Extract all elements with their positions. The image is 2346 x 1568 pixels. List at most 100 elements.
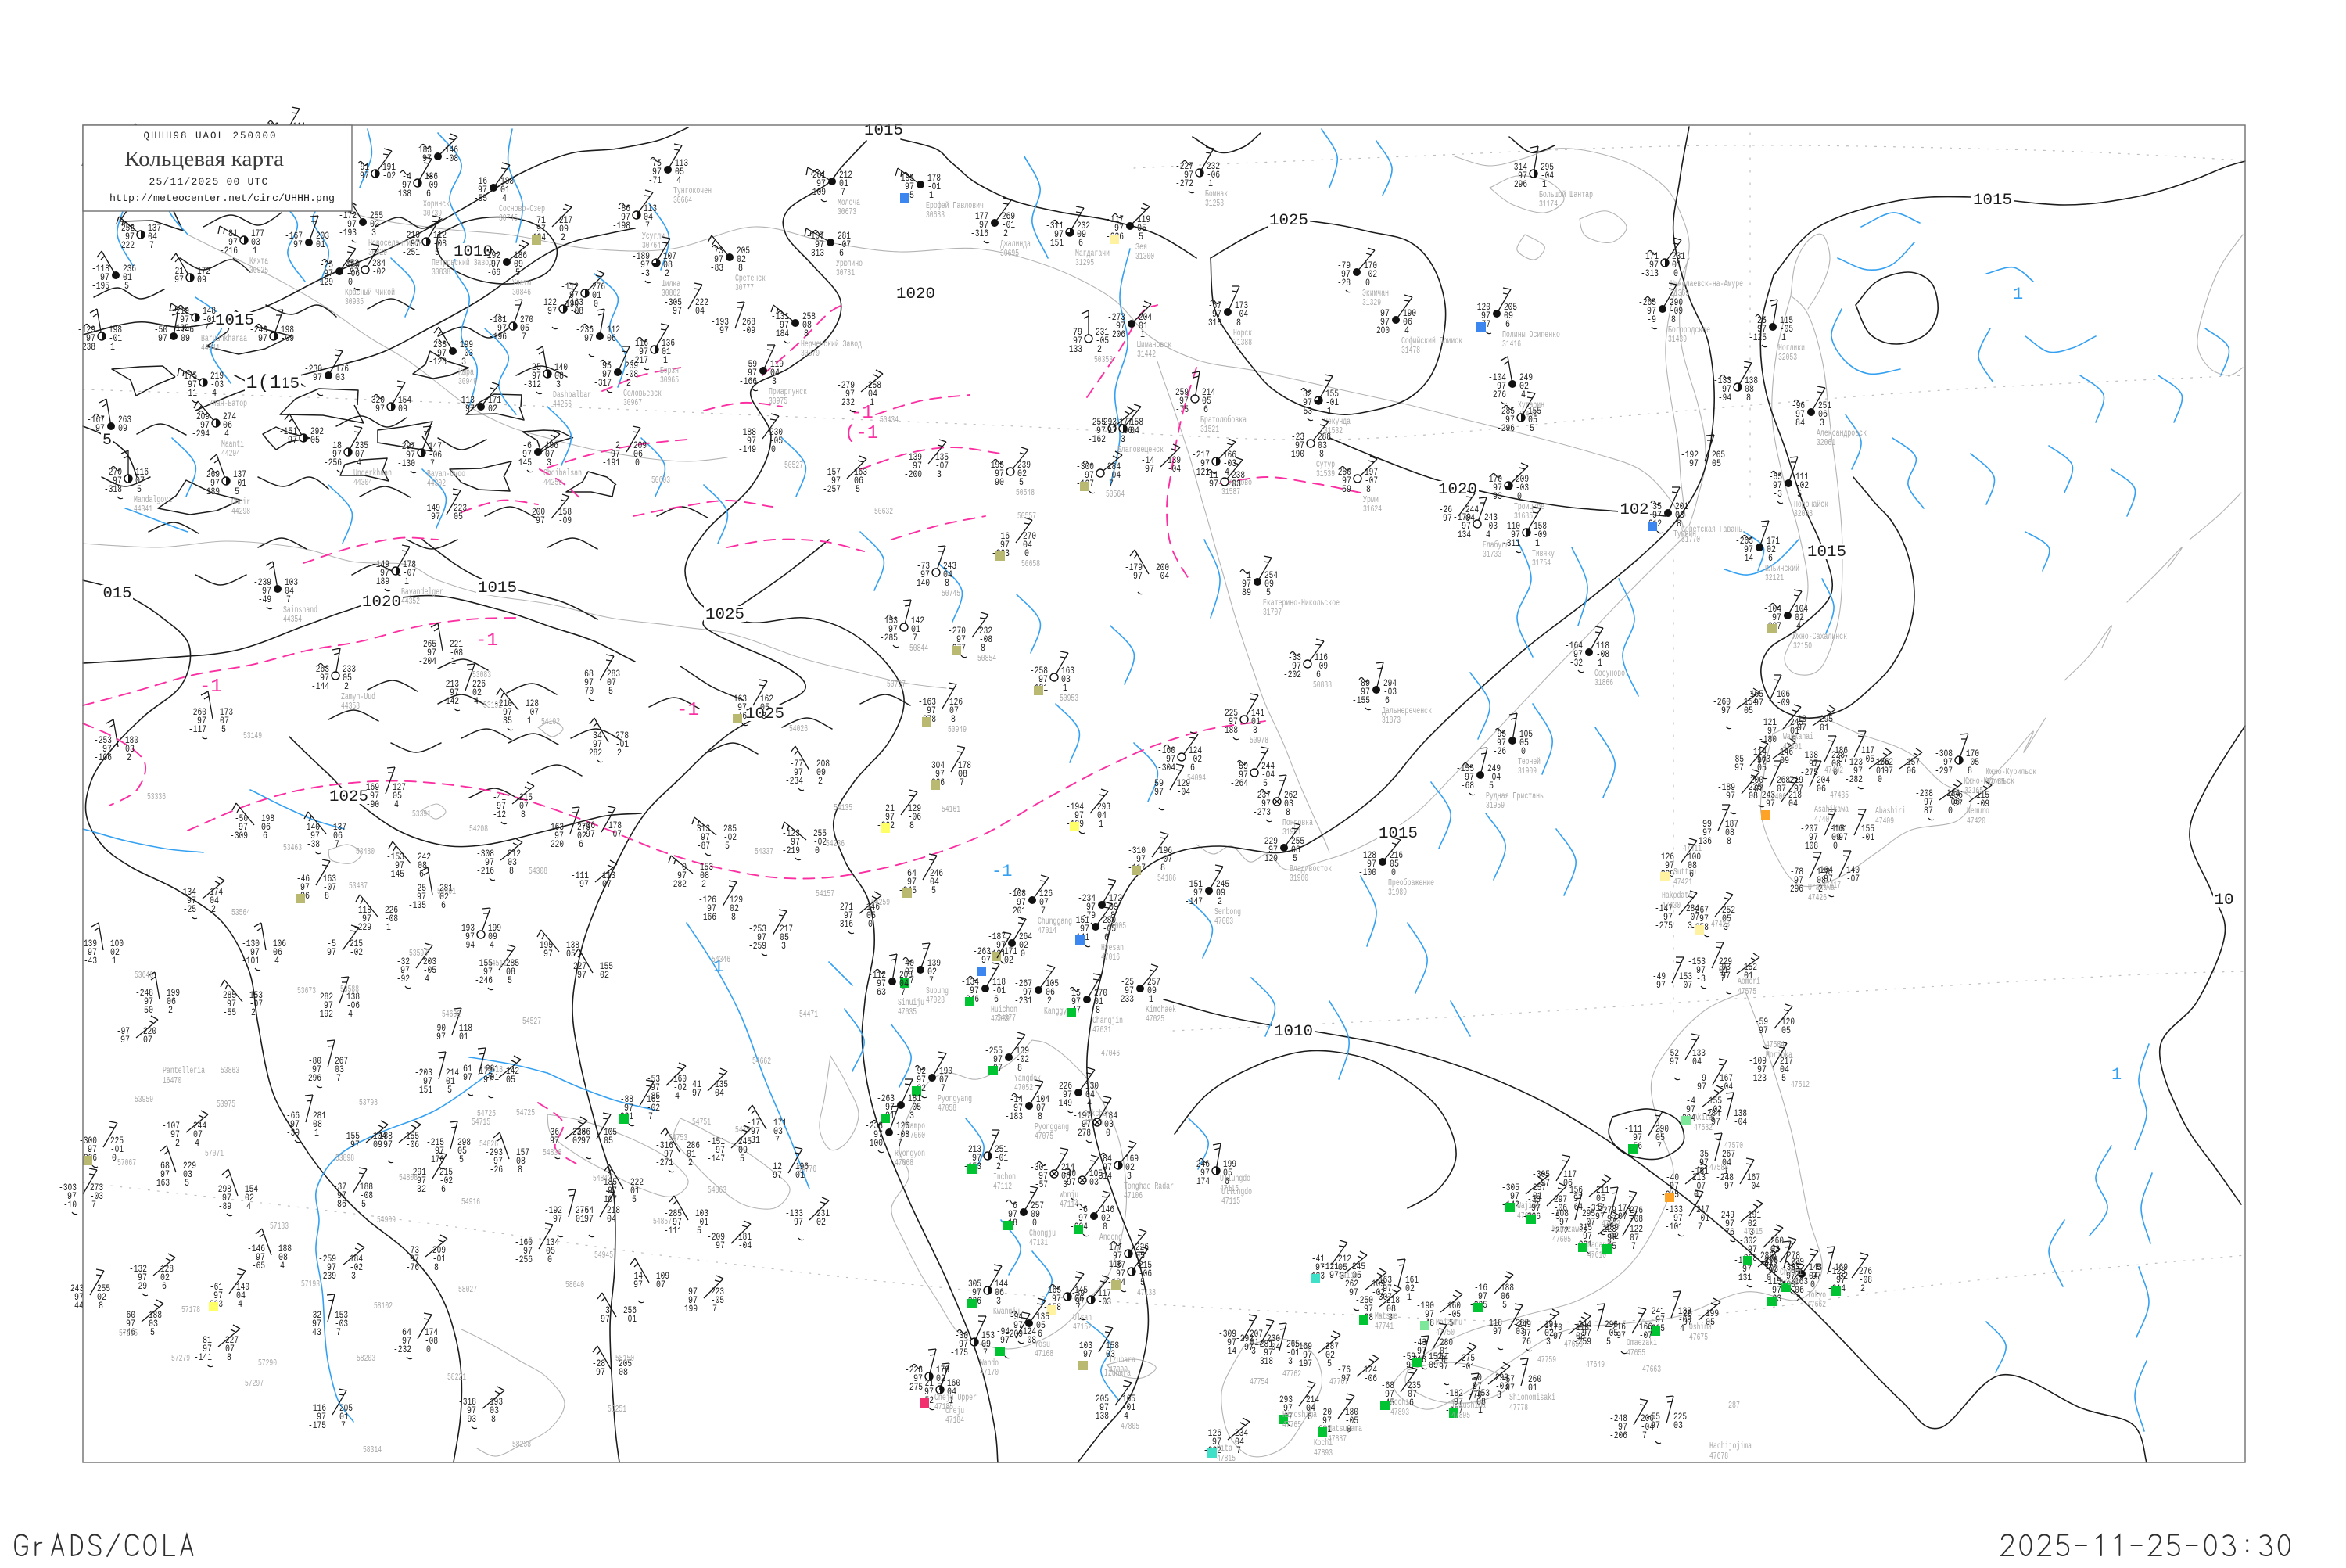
svg-text:177: 177 (975, 211, 988, 222)
svg-text:-57: -57 (1035, 1179, 1048, 1190)
svg-text:31960: 31960 (1290, 874, 1308, 884)
svg-text:139: 139 (84, 938, 97, 949)
svg-text:97: 97 (601, 1314, 610, 1325)
svg-text:238: 238 (82, 342, 95, 353)
svg-text:31866: 31866 (1594, 678, 1613, 688)
svg-text:015: 015 (103, 585, 132, 603)
svg-text:97: 97 (550, 1136, 559, 1146)
svg-text:05: 05 (1528, 414, 1537, 425)
svg-text:5: 5 (909, 190, 914, 201)
svg-text:05: 05 (1712, 458, 1721, 469)
svg-text:222: 222 (695, 297, 708, 308)
svg-text:-183: -183 (1005, 1111, 1023, 1122)
svg-text:103: 103 (285, 577, 298, 588)
svg-text:47762: 47762 (1282, 1369, 1301, 1380)
svg-text:7: 7 (913, 633, 917, 644)
svg-text:-14: -14 (1223, 1346, 1236, 1357)
svg-text:Джалинда: Джалинда (1000, 239, 1031, 249)
svg-text:02: 02 (577, 831, 586, 841)
svg-text:7: 7 (336, 1073, 341, 1084)
svg-text:54916: 54916 (461, 1197, 480, 1207)
svg-text:-311: -311 (1046, 221, 1064, 231)
svg-text:05: 05 (520, 323, 529, 334)
svg-text:-6: -6 (522, 440, 532, 451)
svg-text:4: 4 (1521, 389, 1526, 400)
svg-text:73: 73 (714, 246, 723, 257)
svg-text:184: 184 (776, 328, 789, 339)
svg-text:0: 0 (1032, 1218, 1037, 1229)
svg-text:-08: -08 (385, 913, 398, 924)
svg-text:Tokushima: Tokushima (1451, 1401, 1486, 1411)
svg-text:7: 7 (941, 1083, 945, 1094)
svg-text:-166: -166 (739, 376, 757, 387)
svg-text:-67: -67 (1208, 300, 1221, 311)
svg-text:7: 7 (841, 187, 845, 198)
svg-text:226: 226 (385, 905, 398, 916)
svg-text:5: 5 (1263, 778, 1268, 789)
svg-text:97: 97 (158, 333, 167, 344)
svg-text:-296: -296 (1497, 423, 1515, 434)
svg-text:5: 5 (725, 841, 730, 852)
svg-text:97: 97 (1295, 440, 1304, 451)
svg-text:-93: -93 (463, 1414, 476, 1425)
svg-text:-149: -149 (371, 559, 389, 570)
svg-text:05: 05 (506, 1075, 515, 1085)
svg-text:-04: -04 (1168, 464, 1181, 475)
svg-text:QHHH98 UAOL 250000: QHHH98 UAOL 250000 (143, 131, 277, 142)
svg-text:-155: -155 (1352, 695, 1370, 706)
svg-text:-09: -09 (742, 325, 755, 336)
svg-text:8: 8 (1366, 484, 1371, 495)
svg-text:-68: -68 (1461, 780, 1474, 791)
svg-text:57265: 57265 (119, 1329, 138, 1339)
svg-text:3: 3 (937, 469, 942, 480)
svg-text:112: 112 (607, 325, 620, 335)
svg-text:129: 129 (1264, 853, 1278, 864)
svg-text:-163: -163 (918, 697, 936, 708)
svg-text:215: 215 (519, 792, 533, 803)
svg-text:7: 7 (960, 777, 964, 788)
svg-text:54026: 54026 (789, 724, 808, 734)
svg-text:58251: 58251 (608, 1405, 626, 1415)
svg-text:-135: -135 (408, 900, 426, 911)
svg-text:-83: -83 (710, 263, 723, 274)
svg-text:-240: -240 (249, 325, 267, 335)
svg-text:47152: 47152 (1073, 1322, 1092, 1333)
svg-text:09: 09 (514, 259, 523, 270)
svg-text:-08: -08 (450, 648, 463, 658)
svg-text:-3: -3 (1696, 974, 1706, 985)
svg-text:35: 35 (1652, 501, 1662, 512)
svg-text:97: 97 (1772, 612, 1781, 623)
svg-text:-192: -192 (482, 250, 500, 261)
svg-text:-09: -09 (281, 333, 294, 344)
svg-text:47426: 47426 (1808, 893, 1827, 903)
svg-text:-189: -189 (632, 251, 650, 262)
svg-text:Kochi: Kochi (1390, 1398, 1409, 1408)
svg-text:Maanti: Maanti (221, 440, 244, 450)
svg-text:178: 178 (958, 760, 971, 771)
svg-text:1: 1 (1407, 1292, 1412, 1303)
svg-text:271: 271 (840, 902, 853, 913)
svg-text:-246: -246 (475, 975, 493, 986)
svg-text:137: 137 (233, 469, 246, 480)
svg-text:97: 97 (1744, 544, 1753, 555)
svg-text:258: 258 (868, 380, 881, 391)
svg-text:32098: 32098 (1794, 509, 1813, 519)
svg-text:97: 97 (1096, 425, 1106, 436)
svg-text:-05: -05 (1780, 324, 1793, 335)
svg-text:8: 8 (804, 328, 809, 339)
svg-text:198: 198 (281, 325, 294, 335)
svg-text:97: 97 (375, 404, 385, 414)
svg-text:-76: -76 (406, 1262, 419, 1273)
svg-text:47411: 47411 (1683, 844, 1702, 854)
svg-text:-151: -151 (279, 426, 297, 437)
svg-text:-113: -113 (457, 395, 475, 406)
svg-text:196: 196 (545, 440, 558, 451)
svg-text:Underkhaan: Underkhaan (353, 468, 392, 479)
svg-text:97: 97 (262, 586, 271, 597)
svg-text:6: 6 (994, 994, 999, 1005)
svg-text:119: 119 (770, 359, 784, 370)
svg-text:-313: -313 (1641, 268, 1659, 279)
svg-text:97: 97 (1212, 309, 1221, 320)
svg-text:199: 199 (460, 339, 473, 350)
svg-text:-318: -318 (104, 484, 122, 495)
